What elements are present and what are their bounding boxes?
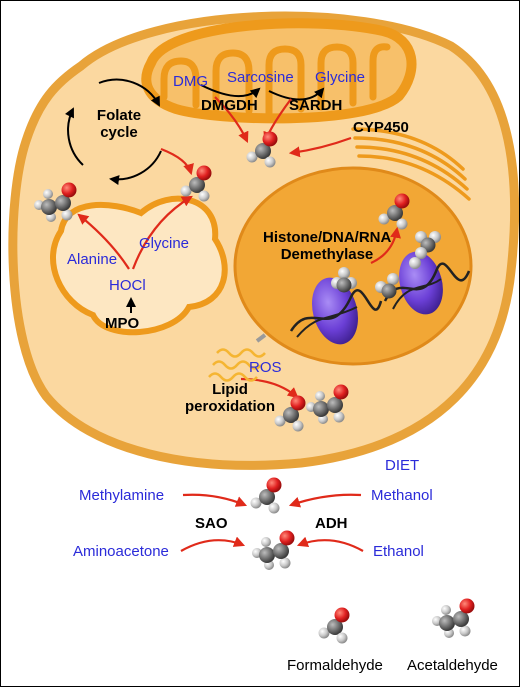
label-demethylase: Histone/DNA/RNA Demethylase	[263, 229, 392, 263]
aminoacetone-to-acetaldehyde-arrow	[180, 536, 246, 552]
label-dmgdh: DMGDH	[201, 97, 258, 114]
methylamine-to-formaldehyde-arrow	[182, 493, 248, 507]
label-diet: DIET	[385, 457, 420, 474]
legend-formaldehyde-label: Formaldehyde	[287, 657, 383, 674]
hocl-to-glycine-arrow	[131, 195, 193, 270]
legend-acetaldehyde-label: Acetaldehyde	[407, 657, 498, 674]
label-ethanol: Ethanol	[373, 543, 424, 560]
ethanol-to-acetaldehyde-arrow	[296, 536, 364, 552]
label-ros: ROS	[249, 359, 282, 376]
label-dmg: DMG	[173, 73, 208, 90]
label-glycine-vesicle: Glycine	[139, 235, 190, 252]
folate-to-formaldehyde-arrow	[160, 147, 194, 176]
histone-methyl-groups	[331, 231, 441, 299]
label-methanol: Methanol	[371, 487, 433, 504]
label-adh: ADH	[315, 515, 348, 532]
formaldehyde-legend-icon	[317, 606, 351, 645]
formaldehyde-molecule-sao-adh	[249, 476, 283, 515]
methanol-to-formaldehyde-arrow	[288, 493, 362, 508]
histone-right	[383, 251, 471, 315]
histone-left	[289, 277, 383, 345]
mitochondrion	[141, 18, 417, 124]
demethylase-to-formaldehyde-arrow	[370, 226, 401, 265]
label-sao: SAO	[195, 515, 228, 532]
label-alanine: Alanine	[67, 251, 118, 268]
folate-cycle-arrows	[64, 78, 162, 185]
label-mpo: MPO	[105, 315, 140, 332]
acetaldehyde-legend-icon	[432, 598, 475, 638]
hocl-to-alanine-arrow	[77, 213, 130, 270]
label-lipid-peroxidation: Lipid peroxidation	[184, 381, 275, 415]
endoplasmic-reticulum	[351, 127, 471, 201]
vesicle	[50, 195, 228, 336]
label-sarcosine: Sarcosine	[227, 69, 294, 86]
nucleus	[233, 166, 473, 366]
dmg-to-sarcosine-arrow	[200, 84, 261, 99]
cyp450-to-formaldehyde-arrow	[288, 136, 352, 158]
label-glycine-mito: Glycine	[315, 69, 366, 86]
label-sardh: SARDH	[289, 97, 343, 114]
label-folate-cycle: Folate cycle	[96, 107, 142, 141]
label-cyp450: CYP450	[353, 119, 409, 136]
acetaldehyde-molecule-sao-adh	[252, 530, 295, 570]
sarcosine-to-glycine-arrow	[268, 87, 325, 101]
lipid-chains	[208, 333, 267, 382]
label-aminoacetone: Aminoacetone	[73, 543, 169, 560]
dmgdh-to-formaldehyde-arrow	[214, 96, 249, 144]
label-hocl: HOCl	[109, 277, 146, 294]
label-methylamine: Methylamine	[79, 487, 165, 504]
